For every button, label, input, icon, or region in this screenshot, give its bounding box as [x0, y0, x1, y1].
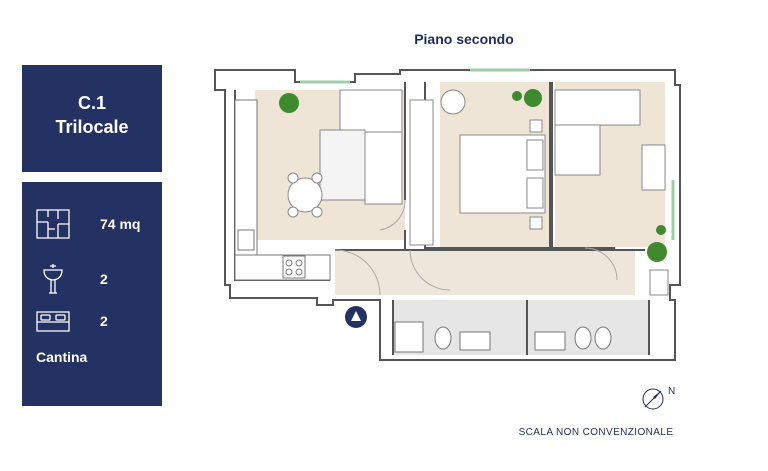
bedrooms-value: 2: [100, 313, 108, 329]
plants: [279, 89, 667, 262]
sink-icon: [43, 264, 63, 294]
unit-code: C.1: [77, 93, 106, 113]
scale-note: SCALA NON CONVENZIONALE: [518, 427, 674, 438]
bathroom-fixtures: [394, 321, 612, 353]
dining-table: [287, 172, 323, 218]
hallway-floor: [335, 250, 635, 295]
sofa: [319, 89, 403, 205]
floor-title: Piano secondo: [414, 31, 514, 47]
floorplan-icon: [36, 209, 70, 239]
area-row: 74 mq: [22, 207, 162, 241]
windows: [300, 68, 675, 240]
bathrooms-row: 2: [22, 262, 162, 296]
bathrooms-value: 2: [100, 271, 108, 287]
kitchen: [234, 99, 331, 281]
master-bed: [409, 89, 546, 246]
area-value: 74 mq: [100, 216, 141, 232]
bed-icon: [36, 311, 70, 332]
compass-north-label: N: [668, 386, 676, 397]
compass-icon: [642, 388, 664, 410]
extra-feature: Cantina: [36, 349, 88, 365]
bedrooms-row: 2: [22, 304, 162, 338]
doors: [334, 199, 618, 296]
details-card: 74 mq 2 2 Cantina: [22, 182, 162, 406]
floor-plan: [214, 68, 681, 361]
second-bedroom-furniture: [554, 89, 669, 296]
unit-card: C.1 Trilocale: [22, 65, 162, 172]
unit-type: Trilocale: [55, 117, 129, 137]
entrance-arrow-icon: [345, 306, 367, 328]
walls: [214, 69, 681, 361]
